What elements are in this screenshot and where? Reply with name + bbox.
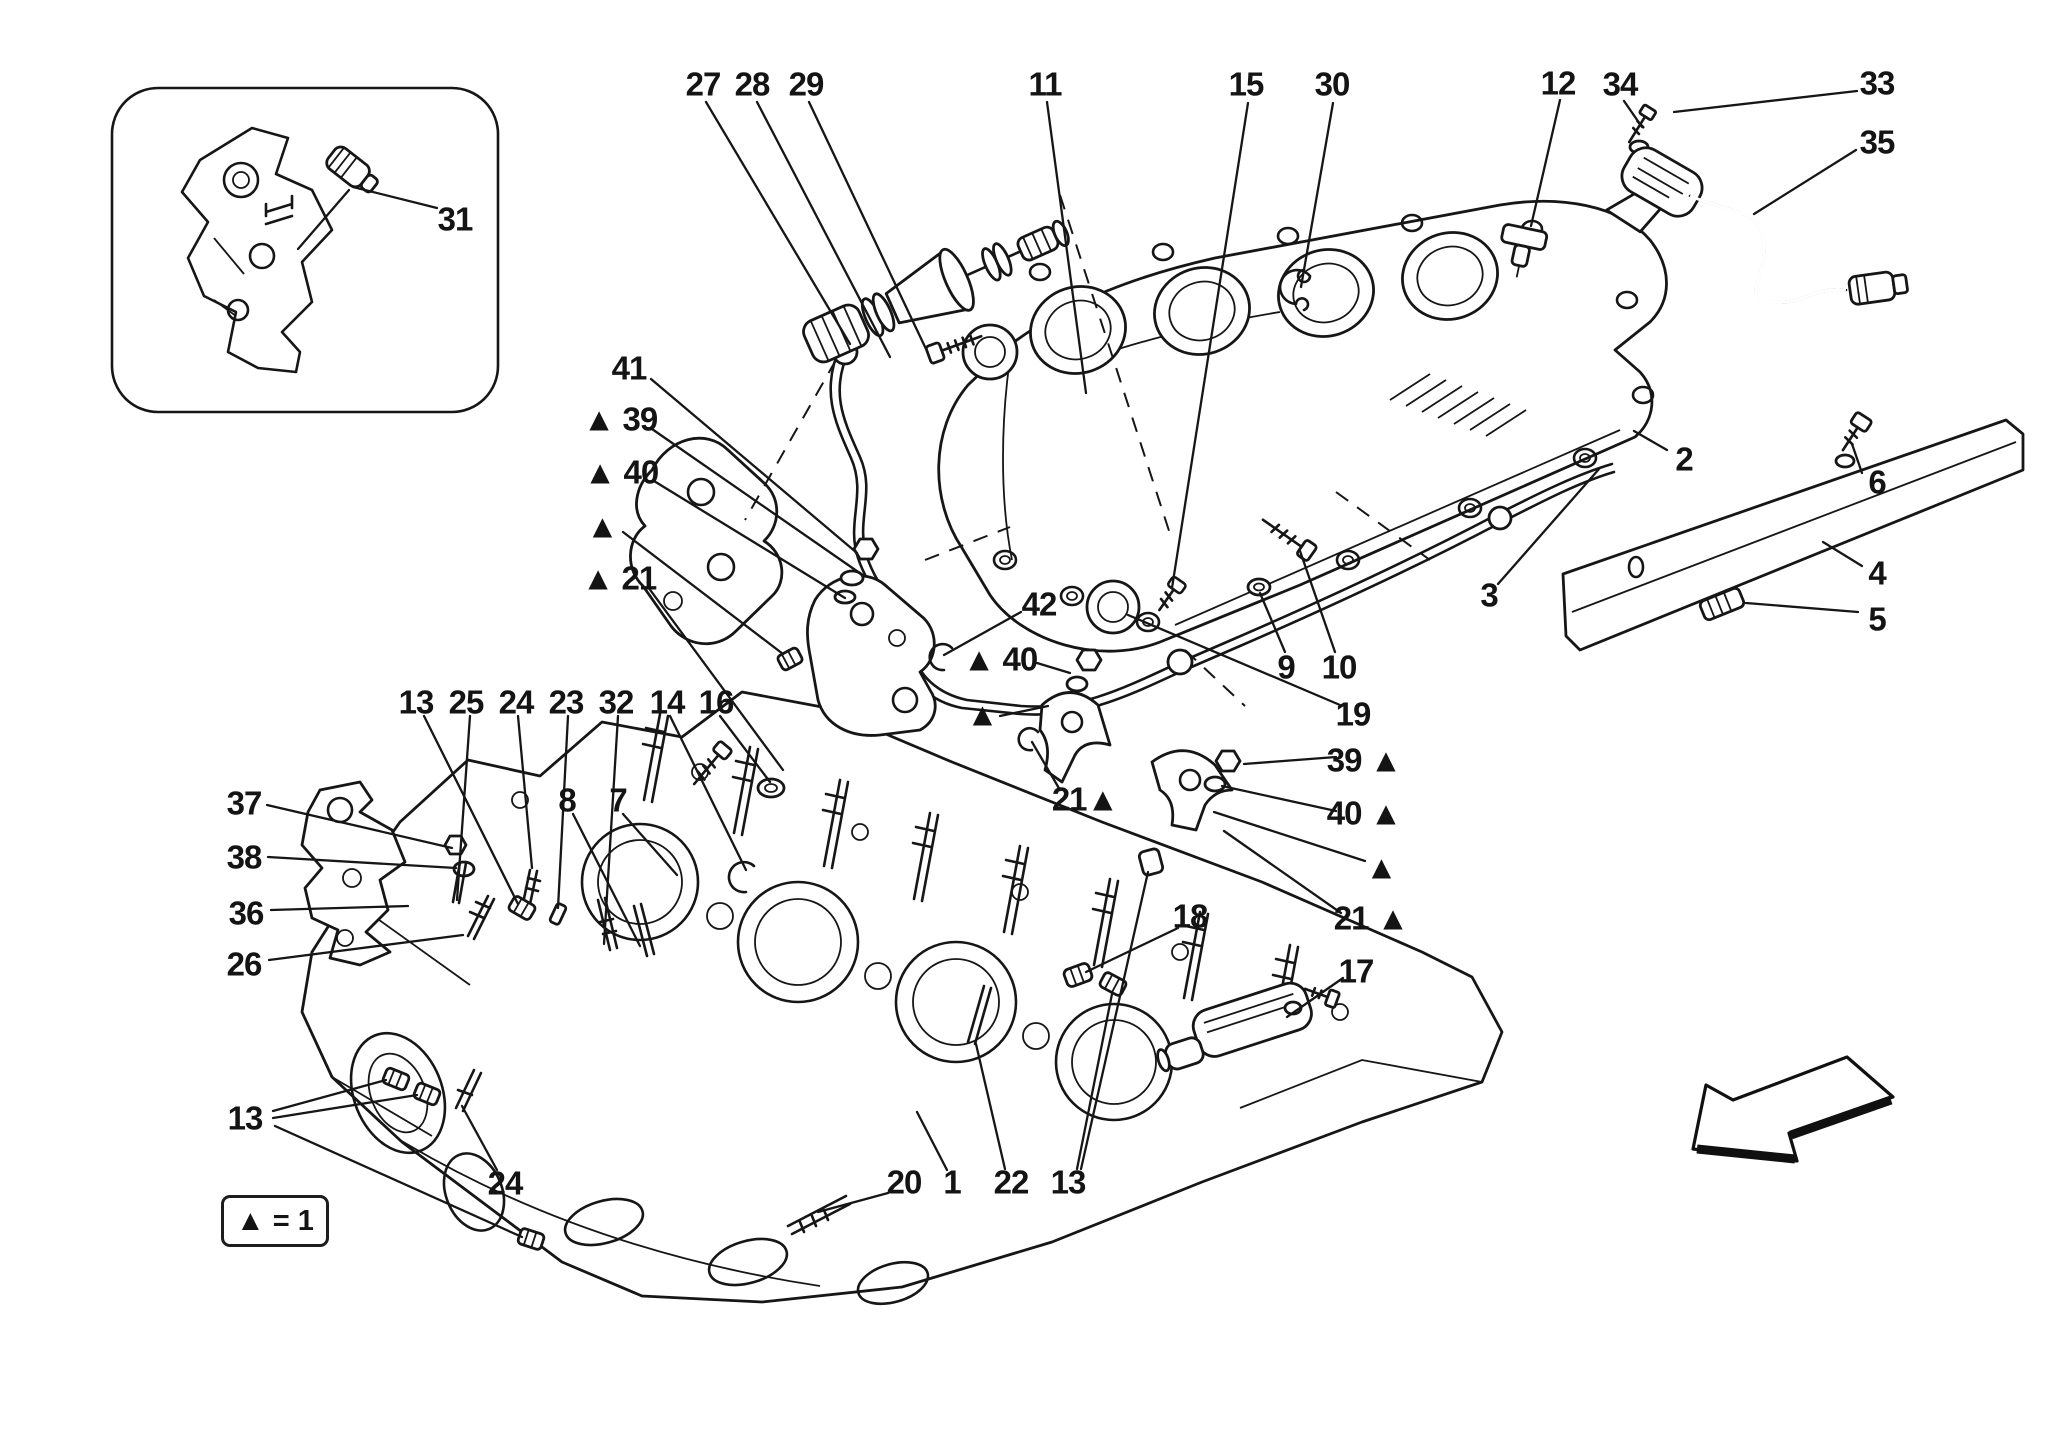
callout-13-c: 13 [1050, 1163, 1087, 1201]
callout-37: 37 [226, 784, 263, 822]
callout-27: 27 [685, 65, 722, 103]
callout-22: 22 [993, 1163, 1030, 1201]
callout-tri-mid: ▲ [966, 695, 999, 733]
callout-4: 4 [1868, 554, 1886, 592]
callout-10: 10 [1321, 648, 1358, 686]
callout-5: 5 [1868, 600, 1886, 638]
callout-40-mid: ▲ 40 [962, 640, 1039, 678]
callout-24-a: 24 [498, 683, 535, 721]
leader-lines [265, 89, 1864, 1239]
cap-bracket-a-drawing [1038, 648, 1112, 784]
callout-36: 36 [228, 894, 265, 932]
callout-41: 41 [611, 349, 648, 387]
callout-7: 7 [609, 781, 627, 819]
callout-20: 20 [886, 1163, 923, 1201]
callout-2: 2 [1675, 440, 1693, 478]
callout-34: 34 [1602, 65, 1639, 103]
callout-14: 14 [649, 683, 686, 721]
callout-23: 23 [548, 683, 585, 721]
callout-8: 8 [558, 781, 576, 819]
callout-13-a: 13 [398, 683, 435, 721]
inset-box-drawing [110, 86, 500, 414]
callout-13-b: 13 [227, 1099, 264, 1137]
callout-15: 15 [1228, 65, 1265, 103]
callout-39-left: ▲ 39 [582, 400, 659, 438]
callout-21-right: 21 ▲ [1333, 899, 1410, 937]
strip-plate-drawing [1561, 411, 2025, 652]
callout-35: 35 [1859, 123, 1896, 161]
callout-24-b: 24 [487, 1164, 524, 1202]
callout-42: 42 [1021, 585, 1058, 623]
cam-sensor-cable-drawing [1605, 103, 1909, 306]
callout-25: 25 [448, 683, 485, 721]
callout-tri-right: ▲ [1365, 848, 1398, 886]
callout-33: 33 [1859, 64, 1896, 102]
callout-32: 32 [598, 683, 635, 721]
callout-21-left: ▲ 21 [581, 559, 658, 597]
callout-40-left: ▲ 40 [583, 453, 660, 491]
callout-9: 9 [1277, 648, 1295, 686]
callout-26: 26 [226, 945, 263, 983]
legend-box: ▲ = 1 [221, 1195, 329, 1247]
cap-bracket-b-drawing [1150, 749, 1242, 832]
callout-11: 11 [1028, 65, 1063, 103]
callout-29: 29 [788, 65, 825, 103]
callout-1: 1 [943, 1163, 961, 1201]
callout-17: 17 [1338, 952, 1375, 990]
legend-text: ▲ = 1 [236, 1204, 314, 1237]
solenoid-bolt-drawing [924, 333, 983, 365]
direction-arrow [1691, 1055, 1895, 1164]
callout-21-mid: 21▲ [1051, 780, 1119, 818]
callout-19: 19 [1335, 695, 1372, 733]
callout-39-right: 39 ▲ [1326, 741, 1403, 779]
callout-40-right: 40 ▲ [1326, 794, 1403, 832]
cam-cover-drawing [937, 199, 1668, 653]
callout-tri-left: ▲ [586, 507, 619, 545]
tee-sensor-drawing [1500, 223, 1549, 278]
callout-12: 12 [1540, 64, 1577, 102]
callout-38: 38 [226, 838, 263, 876]
screw-6 [1841, 411, 1873, 452]
callout-28: 28 [734, 65, 771, 103]
dash-lines [744, 194, 1431, 707]
inset-sensor [325, 145, 379, 194]
clip-5 [1698, 586, 1746, 622]
cover-vents [1389, 373, 1527, 437]
cap-bracket-mid-drawing [806, 537, 937, 737]
callout-16: 16 [698, 683, 735, 721]
callout-3: 3 [1480, 576, 1498, 614]
callout-31: 31 [437, 200, 474, 238]
callout-30: 30 [1314, 65, 1351, 103]
callout-18: 18 [1172, 897, 1209, 935]
callout-6: 6 [1868, 463, 1886, 501]
small-parts-drawing [381, 518, 1318, 1251]
